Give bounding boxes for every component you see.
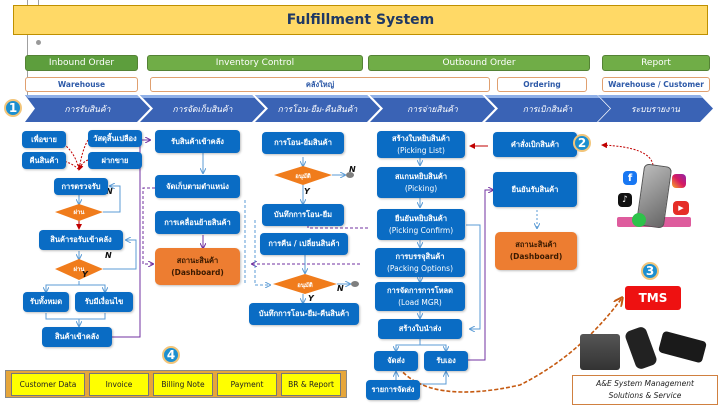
source-for-sale[interactable]: เพื่อขาย — [22, 131, 66, 148]
decision-diamond — [274, 166, 332, 185]
label-yes: Y — [82, 270, 88, 279]
billing-billing-note[interactable]: Billing Note — [153, 372, 213, 396]
record-transfer-box[interactable]: บันทึกการโอน-ยืม — [262, 204, 344, 226]
category-inventory-control[interactable]: Inventory Control — [147, 55, 363, 71]
decision-diamond — [273, 274, 337, 294]
shipment-list-box[interactable]: รายการจัดส่ง — [366, 380, 420, 400]
source-consumables[interactable]: วัสดุสิ้นเปลือง — [88, 130, 142, 147]
process-step-requisition[interactable]: การเบิกสินค้า — [485, 95, 610, 122]
decision-diamond — [55, 204, 103, 221]
picking-list-box[interactable]: สร้างใบหยิบสินค้า (Picking List) — [377, 131, 465, 158]
load-mgr-box[interactable]: การจัดการการโหลด (Load MGR) — [375, 282, 465, 311]
label-no: N — [337, 284, 344, 293]
subcategory-warehouse-customer: Warehouse / Customer — [602, 77, 710, 92]
step-badge-3: 3 — [641, 262, 659, 280]
billing-customer-data[interactable]: Customer Data — [11, 372, 85, 396]
picking-box[interactable]: สแกนหยิบสินค้า (Picking) — [377, 167, 465, 198]
chevron-shape — [485, 95, 610, 122]
record-final-box[interactable]: บันทึกการโอน-ยืม-คืนสินค้า — [249, 303, 359, 325]
picking-confirm-box[interactable]: ยืนยันหยิบสินค้า (Picking Confirm) — [377, 209, 465, 240]
page-title: Fulfillment System — [13, 5, 708, 35]
subcategory-warehouse: Warehouse — [25, 77, 138, 92]
chevron-shape — [370, 95, 495, 122]
decision-diamond — [55, 259, 103, 280]
decision-pass-1: ผ่าน — [73, 209, 85, 216]
social-media-phone-image: f ♪ ▶ — [615, 163, 695, 235]
billing-payment[interactable]: Payment — [217, 372, 277, 396]
line-icon — [632, 213, 646, 227]
connector-line — [27, 0, 28, 5]
category-outbound-order[interactable]: Outbound Order — [368, 55, 590, 71]
billing-invoice[interactable]: Invoice — [89, 372, 149, 396]
self-pickup-box[interactable]: รับเอง — [424, 351, 468, 371]
chevron-shape — [255, 95, 380, 122]
step-badge-2: 2 — [573, 134, 591, 152]
receive-all-box[interactable]: รับทั้งหมด — [23, 292, 69, 312]
hardware-devices-image — [580, 325, 710, 373]
requisition-dashboard-box[interactable]: สถานะสินค้า (Dashboard) — [495, 232, 577, 270]
company-name-box: A&E System Management Solutions & Servic… — [572, 375, 718, 405]
inspect-box[interactable]: การตรวจรับ — [54, 178, 108, 195]
label-yes: Y — [308, 294, 314, 303]
decision-approve-1: อนุมัติ — [295, 173, 311, 180]
tiktok-icon: ♪ — [618, 193, 632, 207]
stock-movement-box[interactable]: การเคลื่อนย้ายสินค้า — [155, 211, 240, 234]
transfer-borrow-box[interactable]: การโอน-ยืมสินค้า — [262, 132, 344, 154]
tms-button[interactable]: TMS — [625, 286, 681, 310]
youtube-icon: ▶ — [673, 201, 689, 215]
chevron-shape — [140, 95, 265, 122]
label-no: N — [105, 251, 112, 260]
decision-approve-2: อนุมัติ — [297, 282, 313, 289]
category-inbound-order[interactable]: Inbound Order — [25, 55, 138, 71]
process-step-report[interactable]: ระบบรายงาน — [598, 95, 713, 122]
packing-options-box[interactable]: การบรรจุสินค้า (Packing Options) — [375, 248, 465, 277]
terminator-dot — [351, 281, 359, 287]
billing-bar: Customer Data Invoice Billing Note Payme… — [5, 370, 347, 398]
requisition-order-box[interactable]: คำสั่งเบิกสินค้า — [493, 132, 577, 157]
awaiting-receipt-box[interactable]: สินค้ารอรับเข้าคลัง — [39, 230, 123, 250]
step-badge-4: 4 — [162, 346, 180, 364]
process-step-storage[interactable]: การจัดเก็บสินค้า — [140, 95, 265, 122]
label-yes: Y — [304, 187, 310, 196]
receive-stock-box[interactable]: รับสินค้าเข้าคลัง — [155, 130, 240, 153]
category-report[interactable]: Report — [602, 55, 710, 71]
put-away-box[interactable]: จัดเก็บตามตำแหน่ง — [155, 175, 240, 198]
billing-br-report[interactable]: BR & Report — [281, 372, 341, 396]
process-step-receive[interactable]: การรับสินค้า — [25, 95, 150, 122]
label-no: N — [106, 187, 113, 196]
label-no: N — [349, 165, 356, 174]
source-consignment[interactable]: ฝากขาย — [88, 152, 142, 169]
confirm-receipt-box[interactable]: ยืนยันรับสินค้า — [493, 172, 577, 207]
chevron-shape — [25, 95, 150, 122]
create-delivery-note-box[interactable]: สร้างใบนำส่ง — [378, 319, 462, 339]
stock-dashboard-box[interactable]: สถานะสินค้า (Dashboard) — [155, 248, 240, 285]
connector-dot — [36, 40, 41, 45]
subcategory-ordering: Ordering — [497, 77, 587, 92]
process-step-dispatch[interactable]: การจ่ายสินค้า — [370, 95, 495, 122]
ship-box[interactable]: จัดส่ง — [374, 351, 418, 371]
chevron-shape — [598, 95, 713, 122]
source-return[interactable]: คืนสินค้า — [22, 152, 66, 169]
subcategory-main-warehouse: คลังใหญ่ — [150, 77, 490, 92]
decision-pass-2: ผ่าน — [73, 266, 85, 273]
label-printer-icon — [580, 334, 620, 370]
receive-conditional-box[interactable]: รับมีเงื่อนไข — [75, 292, 133, 312]
handheld-terminal-icon — [657, 330, 708, 364]
instagram-icon — [672, 174, 686, 188]
process-step-transfer[interactable]: การโอน-ยืม-คืนสินค้า — [255, 95, 380, 122]
into-stock-box[interactable]: สินค้าเข้าคลัง — [42, 327, 112, 347]
facebook-icon: f — [623, 171, 637, 185]
step-badge-1: 1 — [4, 99, 22, 117]
return-exchange-box[interactable]: การคืน / เปลี่ยนสินค้า — [260, 233, 348, 255]
terminator-dot — [346, 172, 354, 178]
barcode-scanner-icon — [623, 325, 659, 371]
connector-line — [38, 0, 39, 5]
